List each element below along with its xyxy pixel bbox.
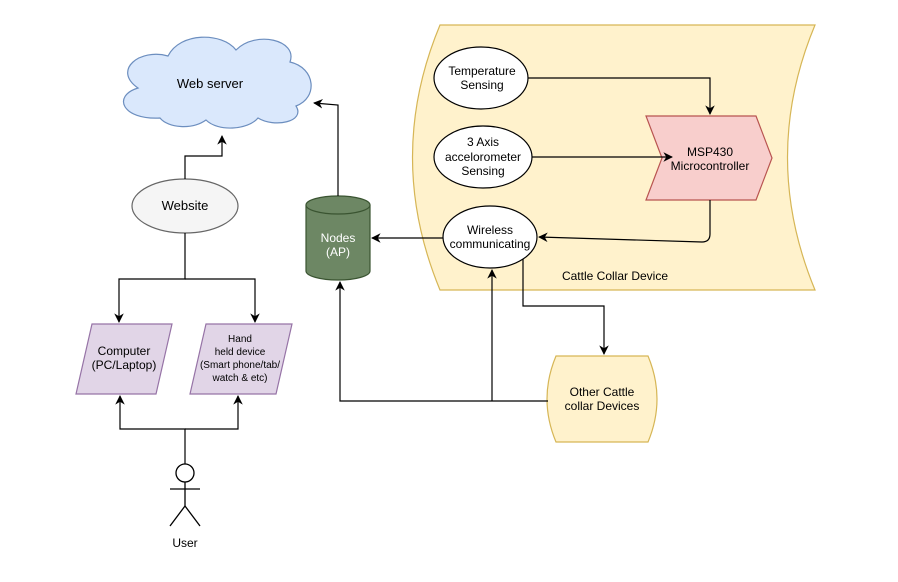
computer-label: Computer (PC/Laptop) bbox=[91, 343, 157, 372]
edge-temperature-to-mcu bbox=[528, 77, 715, 115]
accelerometer-label: 3 Axis accelorometer Sensing bbox=[444, 135, 522, 179]
edge-to-handheld bbox=[185, 278, 260, 323]
handheld-parallelogram bbox=[189, 323, 293, 395]
edge-user-split-line bbox=[115, 395, 186, 464]
wireless-label: Wireless communicating bbox=[449, 222, 531, 251]
edge-mcu-to-wireless bbox=[538, 200, 711, 243]
user-label: User bbox=[172, 535, 198, 550]
edge-other-collars-to-nodes bbox=[335, 281, 548, 402]
handheld-label: Hand held device (Smart phone/tab/ watch… bbox=[199, 334, 281, 384]
computer-parallelogram bbox=[75, 323, 173, 395]
edge-nodes-to-webserver bbox=[313, 98, 339, 196]
edge-user-to-handheld bbox=[185, 395, 243, 430]
collar-device-label: Cattle Collar Device bbox=[561, 268, 669, 283]
user-stick-figure bbox=[169, 463, 201, 527]
other-collar-devices-shape bbox=[546, 355, 658, 443]
mcu-label: MSP430 Microcontroller bbox=[670, 144, 750, 173]
nodes-ap-label: Nodes (AP) bbox=[320, 230, 356, 259]
web-server-cloud bbox=[122, 36, 312, 129]
wireless-ellipse bbox=[442, 205, 538, 269]
other-collars-label: Other Cattle collar Devices bbox=[564, 384, 640, 413]
edge-website-split-line bbox=[114, 233, 186, 323]
edge-website-to-webserver bbox=[184, 135, 227, 179]
nodes-ap-cylinder bbox=[305, 195, 371, 281]
website-label: Website bbox=[161, 198, 209, 214]
web-server-label: Web server bbox=[176, 76, 244, 92]
mcu-step-shape bbox=[645, 115, 773, 201]
edge-wireless-to-other-collars bbox=[522, 259, 609, 355]
temperature-label: Temperature Sensing bbox=[448, 63, 516, 92]
